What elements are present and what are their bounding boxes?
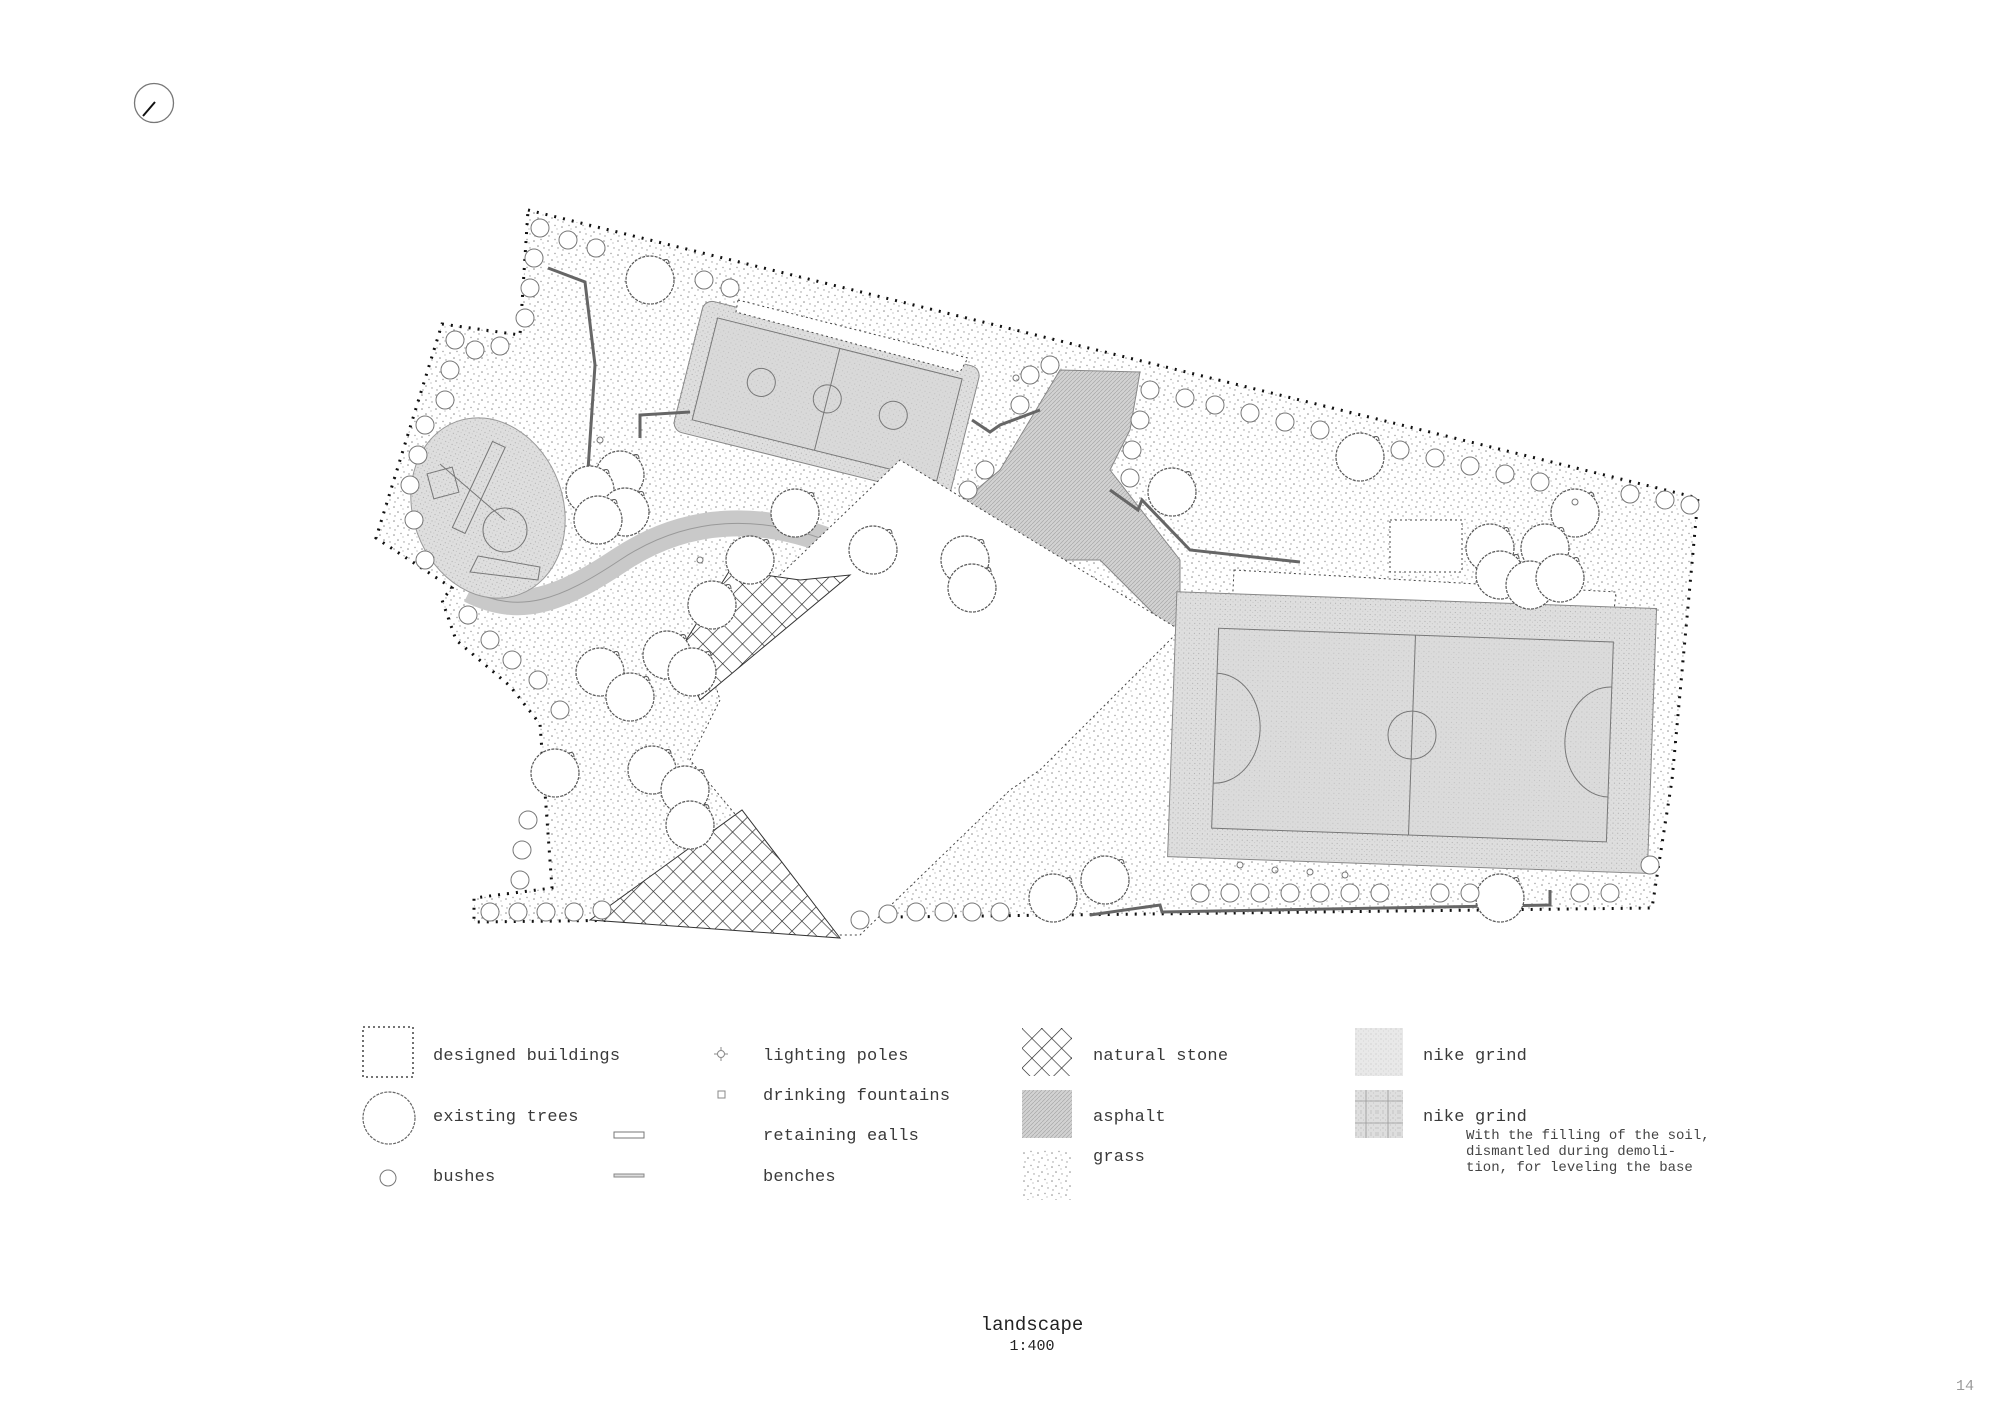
designed-building-small [1389, 519, 1463, 573]
legend-label-asphalt: asphalt [1093, 1108, 1166, 1127]
drawing-scale: 1:400 [1009, 1338, 1055, 1355]
bush-icon [379, 1169, 397, 1187]
designed-buildings-swatch [362, 1026, 414, 1078]
legend-label-retaining-walls: retaining ealls [763, 1127, 920, 1146]
natural-stone-lower [588, 809, 842, 939]
lighting-pole-icon [714, 1047, 728, 1061]
playground-oval [410, 417, 566, 599]
legend-note-nike-grind: With the filling of the soil, dismantled… [1466, 1128, 1710, 1176]
legend-label-drinking-fountains: drinking fountains [763, 1087, 951, 1106]
drawing-title: landscape [980, 1314, 1084, 1336]
legend-label-nike-grind: nike grind [1423, 1047, 1528, 1066]
football-court [1167, 591, 1658, 874]
bench-icon [613, 1173, 645, 1178]
legend-label-grass: grass [1093, 1148, 1146, 1167]
legend-label-bushes: bushes [433, 1168, 496, 1187]
drinking-fountain-icon [717, 1090, 726, 1099]
play-equipment [426, 440, 541, 581]
designed-building-strip [735, 299, 969, 373]
nike-grind-swatch [1355, 1028, 1403, 1076]
existing-tree-icon [362, 1091, 416, 1145]
legend-label-lighting-poles: lighting poles [763, 1047, 909, 1066]
grass-swatch [1022, 1150, 1072, 1200]
legend-label-benches: benches [763, 1168, 836, 1187]
page-number: 14 [1956, 1378, 1975, 1395]
legend-label-existing-trees: existing trees [433, 1108, 579, 1127]
asphalt-swatch [1022, 1090, 1072, 1138]
legend-label-designed-buildings: designed buildings [433, 1047, 621, 1066]
natural-stone-swatch [1022, 1028, 1072, 1076]
nike-grind-grid-swatch [1355, 1090, 1403, 1138]
lighting-poles [596, 374, 1579, 879]
legend-label-natural-stone: natural stone [1093, 1047, 1229, 1066]
retaining-wall-icon [613, 1131, 645, 1139]
retaining-walls [547, 266, 1552, 917]
north-arrow-icon [133, 82, 175, 124]
legend-label-nike-grind-2: nike grind [1423, 1108, 1528, 1127]
